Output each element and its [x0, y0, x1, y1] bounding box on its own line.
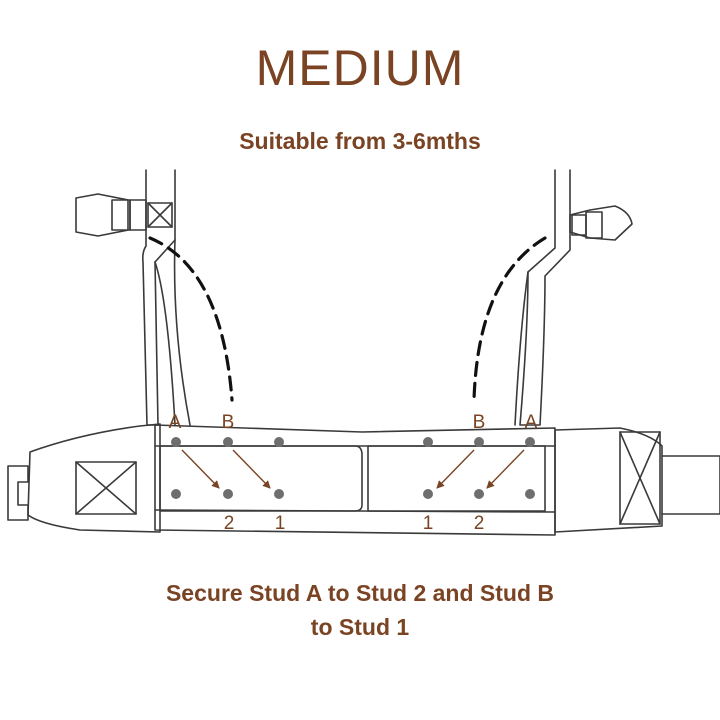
right-shoulder-strap: [519, 169, 571, 426]
arrow-b-to-1-left: [232, 449, 271, 489]
instruction-text: Secure Stud A to Stud 2 and Stud B to St…: [0, 576, 720, 644]
label-1-left: 1: [275, 513, 286, 534]
right-waist-strap: [554, 427, 663, 533]
stud-a-right: [525, 437, 535, 447]
waist-belt: [154, 424, 556, 536]
size-title: MEDIUM: [255, 40, 465, 96]
age-subtitle: Suitable from 3-6mths: [239, 128, 481, 154]
label-a-left: A: [169, 412, 182, 433]
stud-2-right: [474, 489, 484, 499]
arrow-a-to-2-right: [486, 449, 525, 489]
left-box-stitch: [75, 461, 137, 515]
instruction-line-2: to Stud 1: [310, 614, 410, 640]
left-panel: [159, 445, 363, 512]
stud-a-left: [171, 437, 181, 447]
arrow-a-to-2-left: [181, 449, 220, 489]
stud-number-labels: 2 1 1 2: [224, 513, 485, 534]
label-b-left: B: [222, 412, 235, 433]
stud-top-left-extra: [274, 437, 284, 447]
label-1-right: 1: [423, 513, 434, 534]
stud-2-left: [223, 489, 233, 499]
stud-b-right: [474, 437, 484, 447]
left-top-box-stitch: [147, 202, 173, 228]
stud-lower-left-extra: [171, 489, 181, 499]
studs: [171, 437, 535, 499]
stud-b-left: [223, 437, 233, 447]
label-2-left: 2: [224, 513, 235, 534]
left-fold-guide: [148, 236, 234, 402]
right-waist-tail: [661, 455, 720, 515]
right-box-stitch: [619, 431, 661, 525]
instruction-line-1: Secure Stud A to Stud 2 and Stud B: [165, 580, 555, 606]
right-fold-guide: [472, 236, 547, 402]
label-a-right: A: [525, 412, 538, 433]
stud-labels: A B B A: [169, 412, 538, 433]
right-panel: [367, 445, 546, 512]
carrier-outline: [7, 169, 720, 536]
stud-lower-right-extra: [525, 489, 535, 499]
label-2-right: 2: [474, 513, 485, 534]
stud-1-right: [423, 489, 433, 499]
arrows: [181, 449, 525, 489]
stud-1-left: [274, 489, 284, 499]
label-b-right: B: [473, 412, 486, 433]
stud-top-right-extra: [423, 437, 433, 447]
arrow-b-to-1-right: [436, 449, 475, 489]
right-top-buckle-icon: [569, 205, 633, 241]
left-buckle-icon: [7, 465, 29, 521]
left-shoulder-strap: [142, 169, 176, 426]
